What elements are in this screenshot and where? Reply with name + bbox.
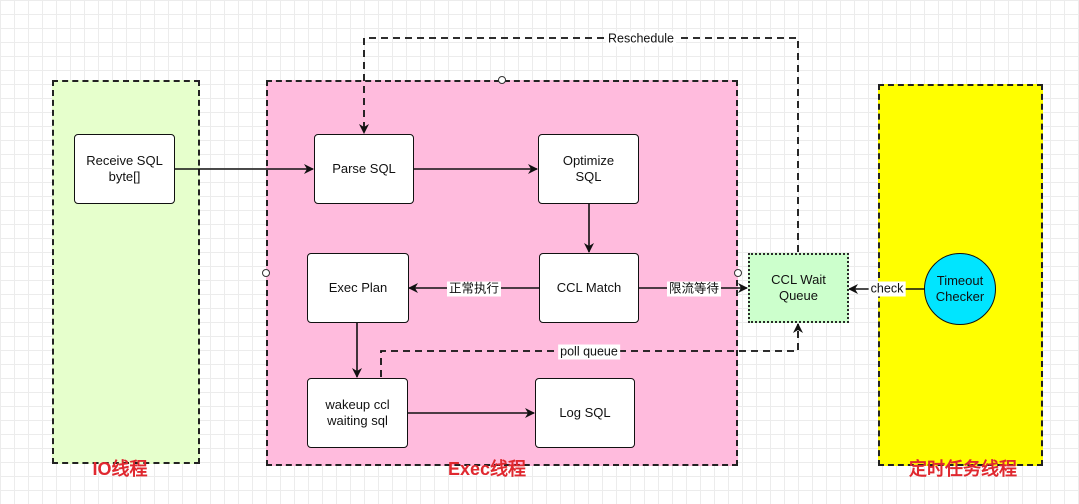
ccl-match-node: CCL Match — [539, 253, 639, 323]
optimize-sql-node: Optimize SQL — [538, 134, 639, 204]
wakeup-ccl-node: wakeup ccl waiting sql — [307, 378, 408, 448]
timer-thread-title: 定时任务线程 — [909, 459, 1017, 479]
poll-queue-label: poll queue — [558, 344, 620, 360]
log-sql-node: Log SQL — [535, 378, 635, 448]
timeout-checker-node: Timeout Checker — [924, 253, 996, 325]
io-thread-title: IO线程 — [92, 459, 148, 479]
rate-limit-wait-label: 限流等待 — [666, 281, 722, 297]
exec-plan-node: Exec Plan — [307, 253, 409, 323]
connection-handle-left — [262, 269, 270, 277]
connection-handle-right — [734, 269, 742, 277]
connection-handle-top — [498, 76, 506, 84]
reschedule-label: Reschedule — [605, 31, 677, 47]
exec-thread-title: Exec线程 — [447, 459, 527, 479]
ccl-wait-queue-node: CCL Wait Queue — [748, 253, 849, 323]
receive-sql-node: Receive SQL byte[] — [74, 134, 175, 204]
check-label: check — [868, 281, 906, 297]
normal-exec-label: 正常执行 — [446, 281, 502, 297]
parse-sql-node: Parse SQL — [314, 134, 414, 204]
